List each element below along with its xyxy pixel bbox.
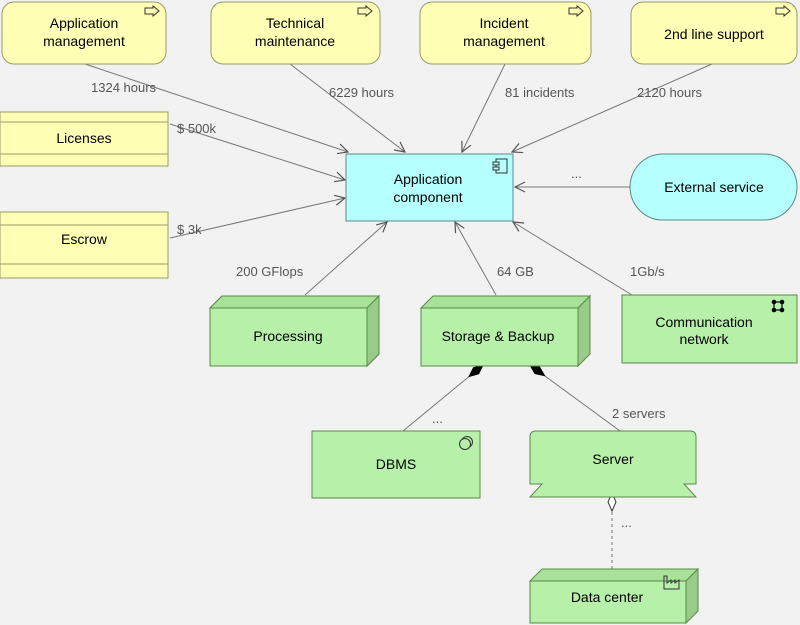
edge-label-second-line-support: 2120 hours [637, 85, 703, 100]
edge-app-management[interactable] [84, 63, 348, 152]
edge-label-server: 2 servers [612, 406, 666, 421]
service-arrow-icon [144, 4, 160, 18]
node-server[interactable]: Server [528, 430, 698, 498]
node-label: Processing [253, 328, 322, 344]
network-icon [771, 299, 785, 313]
edge-labels: 1324 hours 6229 hours 81 incidents 2120 … [91, 80, 703, 530]
node-dbms[interactable]: DBMS [311, 430, 481, 499]
edge-tech-maintenance[interactable] [289, 63, 405, 152]
edge-second-line-support[interactable] [512, 63, 713, 152]
node-label: Storage & Backup [442, 328, 555, 344]
node-label-line1: Application [50, 15, 119, 31]
node-label: DBMS [376, 456, 416, 472]
node-processing[interactable]: Processing [208, 294, 381, 368]
system-software-icon [459, 436, 473, 450]
node-label: Escrow [61, 231, 108, 247]
node-label-line2: network [679, 331, 729, 347]
node-communication-network[interactable]: Communication network [621, 294, 798, 364]
node-storage-backup[interactable]: Storage & Backup [419, 294, 592, 368]
edge-label-storage-backup: 64 GB [497, 264, 534, 279]
edge-label-escrow: $ 3k [177, 222, 202, 237]
node-application-component[interactable]: Application component [345, 153, 514, 222]
edge-server[interactable] [530, 365, 621, 432]
node-licenses[interactable]: Licenses [0, 111, 169, 167]
node-data-center[interactable]: Data center [528, 567, 700, 625]
node-external-service[interactable]: External service [629, 153, 798, 221]
node-second-line-support[interactable]: 2nd line support [630, 1, 798, 65]
node-label: Data center [571, 589, 644, 605]
component-icon [492, 158, 508, 174]
node-application-management[interactable]: Application management [1, 1, 167, 65]
node-label: External service [664, 179, 764, 195]
node-label: Server [592, 451, 634, 467]
node-label: 2nd line support [664, 26, 764, 42]
service-arrow-icon [568, 4, 584, 18]
edge-label-app-management: 1324 hours [91, 80, 157, 95]
node-technical-maintenance[interactable]: Technical maintenance [210, 1, 381, 65]
edge-communication-network[interactable] [513, 222, 633, 296]
node-label-line1: Communication [655, 314, 752, 330]
edge-incident-management[interactable] [462, 63, 506, 152]
edge-label-processing: 200 GFlops [236, 264, 304, 279]
edge-label-licenses: $ 500k [177, 121, 217, 136]
service-arrow-icon [775, 4, 791, 18]
edge-label-tech-maintenance: 6229 hours [329, 85, 395, 100]
node-incident-management[interactable]: Incident management [419, 1, 592, 65]
edge-label-communication-network: 1Gb/s [630, 264, 665, 279]
node-label: Licenses [56, 130, 111, 146]
edge-dbms[interactable] [402, 365, 483, 432]
node-label-line1: Technical [266, 15, 324, 31]
node-escrow[interactable]: Escrow [0, 211, 169, 279]
edge-processing[interactable] [304, 222, 387, 296]
edge-licenses[interactable] [169, 123, 345, 180]
edges [84, 63, 713, 569]
node-label-line2: management [43, 33, 125, 49]
edge-label-dbms: ... [432, 411, 443, 426]
service-arrow-icon [357, 4, 373, 18]
facility-icon [663, 575, 680, 590]
node-label-line2: component [393, 189, 462, 205]
node-label-line1: Application [394, 171, 463, 187]
node-label-line2: maintenance [255, 33, 335, 49]
edge-storage-backup[interactable] [455, 222, 497, 296]
edge-escrow[interactable] [169, 198, 345, 239]
edge-label-external-service: ... [571, 166, 582, 181]
node-label-line2: management [463, 33, 545, 49]
node-label-line1: Incident [479, 15, 528, 31]
edge-label-data-center: ... [621, 515, 632, 530]
edge-label-incident-management: 81 incidents [505, 85, 575, 100]
